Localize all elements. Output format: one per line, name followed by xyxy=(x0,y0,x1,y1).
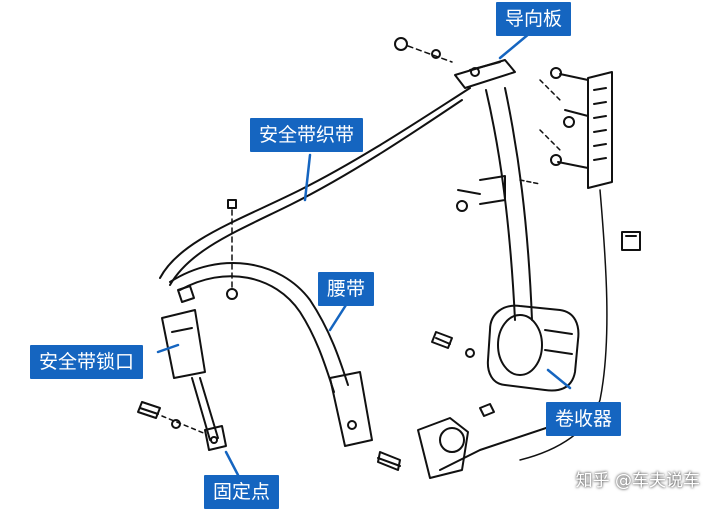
anchor-bolt xyxy=(137,401,207,435)
label-webbing: 安全带织带 xyxy=(250,118,364,152)
label-pointers xyxy=(156,31,572,477)
label-buckle: 安全带锁口 xyxy=(30,345,144,379)
height-adjuster-rail xyxy=(539,67,613,189)
shoulder-webbing xyxy=(159,87,471,286)
lap-anchor xyxy=(329,371,401,471)
lower-bracket xyxy=(417,403,601,479)
label-lap-belt: 腰带 xyxy=(318,272,375,306)
cable xyxy=(519,189,608,461)
buckle-part xyxy=(161,285,227,451)
retractor-part xyxy=(486,304,580,392)
label-guide-plate: 导向板 xyxy=(496,2,572,36)
guide-bolt xyxy=(394,37,453,63)
watermark: 知乎 @车夫说车 xyxy=(575,471,700,491)
vertical-webbing xyxy=(485,87,533,321)
pin-part xyxy=(226,199,238,300)
retractor-bolt xyxy=(431,331,475,358)
label-anchor-point: 固定点 xyxy=(204,475,280,509)
label-retractor: 卷收器 xyxy=(546,402,622,436)
mid-bracket xyxy=(456,175,541,212)
guide-plate-part xyxy=(454,59,516,89)
clip-part xyxy=(621,231,641,251)
lap-belt-webbing xyxy=(169,262,349,393)
